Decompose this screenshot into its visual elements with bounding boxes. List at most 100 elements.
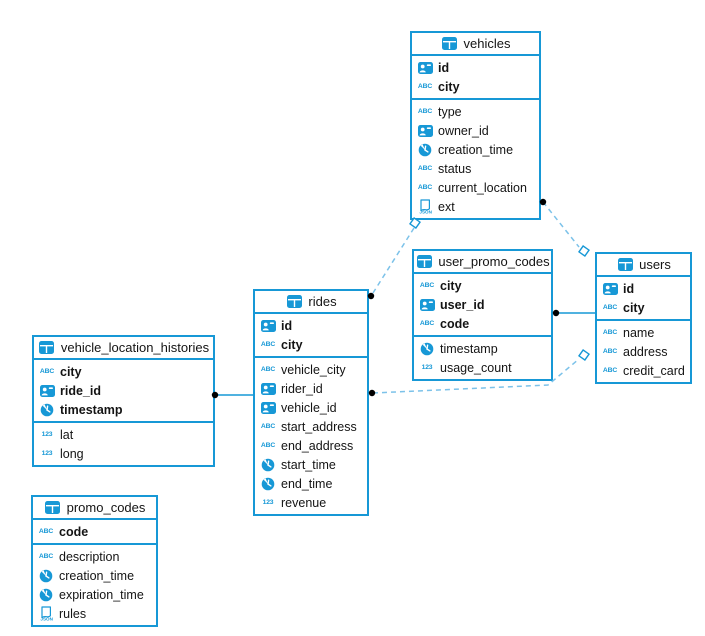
table-header[interactable]: users [597,254,690,277]
table-header[interactable]: vehicle_location_histories [34,337,213,360]
relationship-dot-end [552,309,560,317]
column-name: id [438,60,450,75]
column-name: city [60,364,82,379]
table-header[interactable]: promo_codes [33,497,156,520]
table-header[interactable]: user_promo_codes [414,251,551,274]
column-name: type [438,104,462,119]
column-name: id [623,281,635,296]
column-name: ride_id [60,383,101,398]
column-row[interactable]: creation_time [33,566,156,585]
clock-icon [37,588,55,602]
abc-icon: ABC [602,367,618,374]
column-name: usage_count [440,360,512,375]
column-name: name [623,325,655,340]
column-row[interactable]: end_time [255,474,367,493]
abc-icon: ABC [417,83,433,90]
relationship-vehicles-users[interactable] [539,198,590,257]
relationship-vehicles-rides[interactable] [367,217,421,300]
column-name: creation_time [59,568,135,583]
relationship-diamond-end [409,217,421,229]
relationship-dot-end [539,198,547,206]
column-name: user_id [440,297,485,312]
relationship-vehicle_location_histories-rides[interactable] [211,391,253,399]
relationship-dot-end [211,391,219,399]
table-header[interactable]: rides [255,291,367,314]
abc-icon: ABC [260,442,276,449]
relationship-line[interactable] [372,227,415,294]
column-row[interactable]: owner_id [412,121,539,140]
column-row[interactable]: rider_id [255,379,367,398]
relationship-user_promo_codes-users[interactable] [552,309,595,317]
column-name: start_time [281,457,336,472]
table-title: rides [308,294,337,309]
column-name: address [623,344,668,359]
column-row[interactable]: ABC city [412,77,539,96]
column-name: revenue [281,495,327,510]
column-row[interactable]: expiration_time [33,585,156,604]
column-row[interactable]: timestamp [414,339,551,358]
column-row[interactable]: start_time [255,455,367,474]
relationship-line[interactable] [542,201,580,248]
column-row[interactable]: id [597,279,690,298]
table-grid-icon [415,255,433,268]
column-name: code [59,524,89,539]
column-row[interactable]: vehicle_id [255,398,367,417]
relationship-line[interactable] [372,358,580,394]
table-header[interactable]: vehicles [412,33,539,56]
relationship-diamond-end [578,245,590,257]
column-name: vehicle_city [281,362,346,377]
abc-icon: ABC [419,320,435,327]
column-name: city [438,79,460,94]
relationship-dot-end [367,292,375,300]
column-row[interactable]: id [255,316,367,335]
relationship-rides-users[interactable] [368,349,590,397]
abc-icon: ABC [417,108,433,115]
column-row[interactable]: ABC type [412,102,539,121]
column-name: lat [60,427,74,442]
column-name: timestamp [60,402,123,417]
column-row[interactable]: creation_time [412,140,539,159]
column-row[interactable]: user_id [414,295,551,314]
column-row[interactable]: timestamp [34,400,213,419]
column-name: expiration_time [59,587,144,602]
column-name: city [281,337,303,352]
column-name: id [281,318,293,333]
column-row[interactable]: ride_id [34,381,213,400]
column-row[interactable]: id [412,58,539,77]
clock-icon [37,569,55,583]
json-icon: JSON [416,199,434,214]
